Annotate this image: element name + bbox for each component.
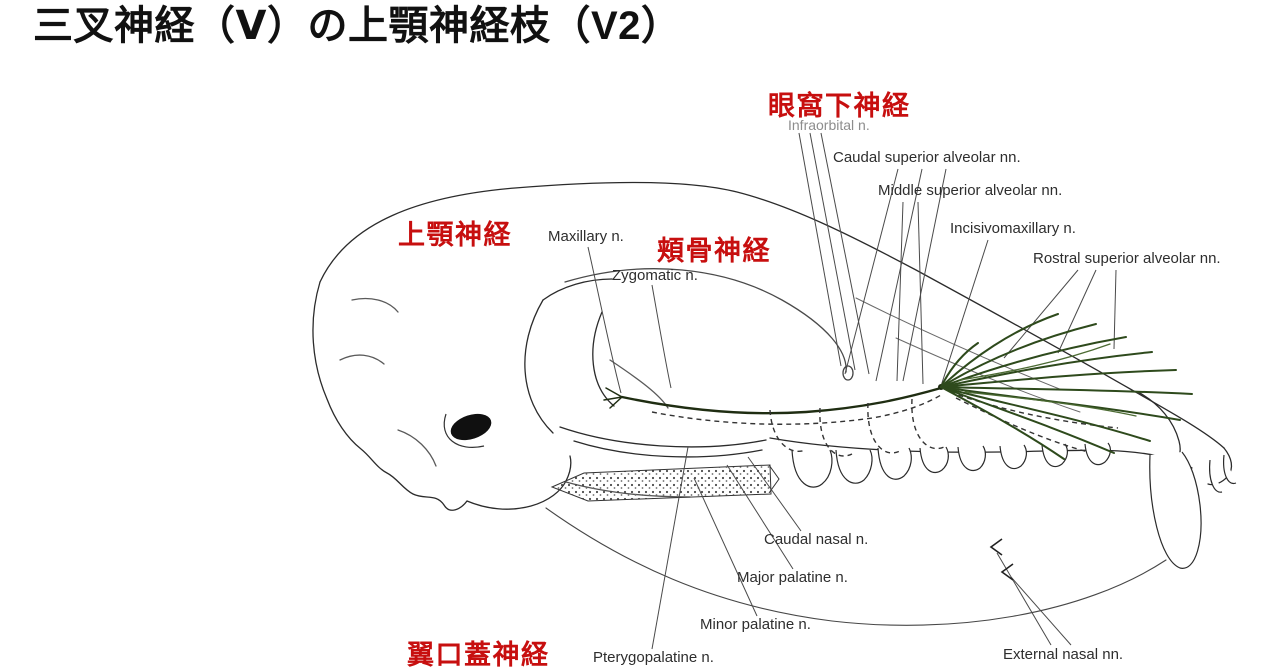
- label-major-palatine-nerve: Major palatine n.: [737, 569, 848, 586]
- label-minor-palatine-nerve: Minor palatine n.: [700, 616, 811, 633]
- label-zygomatic-nerve-jp: 頬骨神経: [657, 236, 771, 266]
- label-zygomatic-nerve: Zygomatic n.: [612, 267, 698, 284]
- label-incisivomaxillary-nerve: Incisivomaxillary n.: [950, 220, 1076, 237]
- label-external-nasal-nerves: External nasal nn.: [1003, 646, 1124, 663]
- maxillary-nerve-trunk: [603, 384, 944, 415]
- label-rostral-superior-alveolar-nerves: Rostral superior alveolar nn.: [1033, 250, 1221, 267]
- label-infraorbital-nerve: Infraorbital n.: [788, 117, 870, 133]
- label-middle-superior-alveolar-nerves: Middle superior alveolar nn.: [878, 182, 1063, 199]
- label-maxillary-nerve: Maxillary n.: [548, 228, 624, 245]
- leader-lines: [587, 132, 1117, 650]
- chevron-left-mark: [989, 538, 1014, 581]
- palatine-stipple: [550, 464, 780, 502]
- label-caudal-nasal-nerve: Caudal nasal n.: [764, 531, 869, 548]
- label-pterygopalatine-nerve: Pterygopalatine n.: [593, 649, 714, 666]
- label-maxillary-nerve-jp: 上顎神経: [398, 220, 512, 250]
- label-pterygopalatine-nerve-jp: 翼口蓋神経: [407, 640, 550, 670]
- label-infraorbital-nerve-jp: 眼窩下神経: [768, 91, 911, 121]
- label-caudal-superior-alveolar-nerves: Caudal superior alveolar nn.: [833, 149, 1021, 166]
- nerve-fan: [940, 313, 1193, 460]
- page-title: 三叉神経（Ⅴ）の上顎神経枝（V2）: [33, 4, 682, 48]
- ear-canal-icon: [443, 413, 492, 448]
- teeth: [791, 442, 1237, 569]
